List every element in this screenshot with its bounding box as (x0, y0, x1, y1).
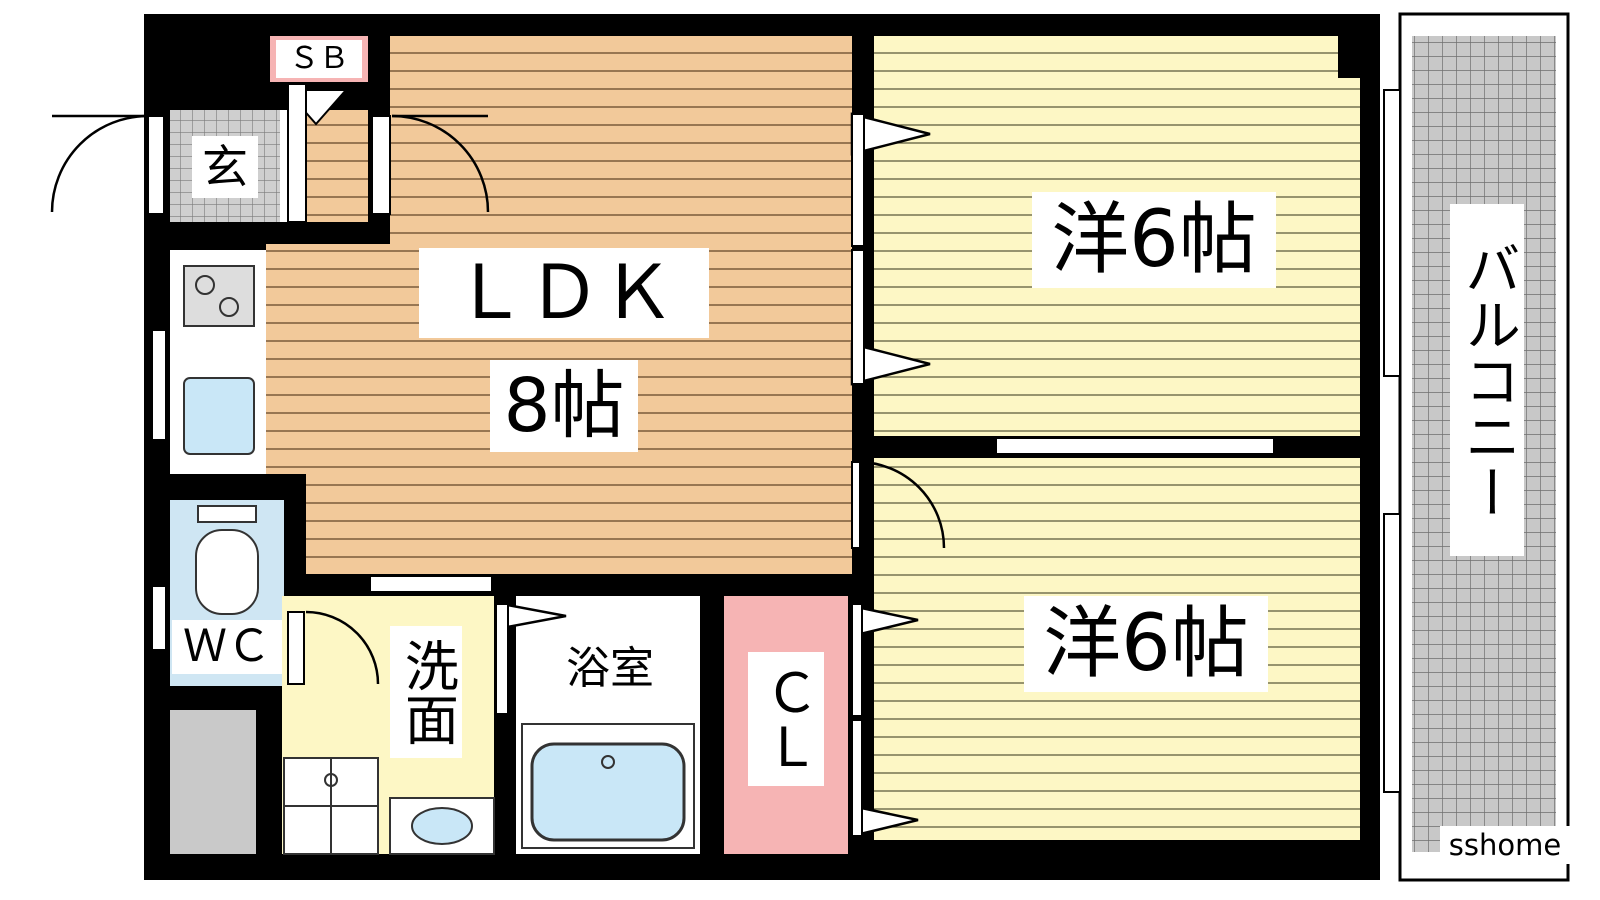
bathtub (530, 742, 686, 842)
wc-label: ＷＣ (172, 620, 282, 674)
balcony-label: バルコニー (1450, 204, 1524, 556)
storage (170, 710, 256, 854)
hall-floor (306, 110, 368, 222)
ldk-floor (390, 36, 852, 244)
western-room-1-label: 洋6帖 (1032, 192, 1276, 288)
balcony-label-text: バルコニー (1455, 240, 1521, 520)
ldk-room-size: 8帖 (490, 360, 638, 452)
washroom-label-text: 洗面 (395, 638, 459, 746)
toilet (195, 529, 259, 615)
closet-label-text: ＣＬ (755, 665, 819, 773)
bathroom-label: 浴室 (550, 640, 670, 698)
ldk-floor-bottom (306, 474, 852, 574)
watermark: sshome (1440, 826, 1570, 864)
western-room-2-label: 洋6帖 (1024, 596, 1268, 692)
washroom-label: 洗面 (390, 626, 462, 758)
entrance-label: 玄 (192, 136, 258, 198)
closet-label: ＣＬ (748, 652, 824, 786)
shoe-box-label: ＳＢ (278, 42, 360, 76)
kitchen-sink (183, 377, 255, 455)
ldk-room-name: ＬＤＫ (419, 248, 709, 338)
stove (183, 265, 255, 327)
